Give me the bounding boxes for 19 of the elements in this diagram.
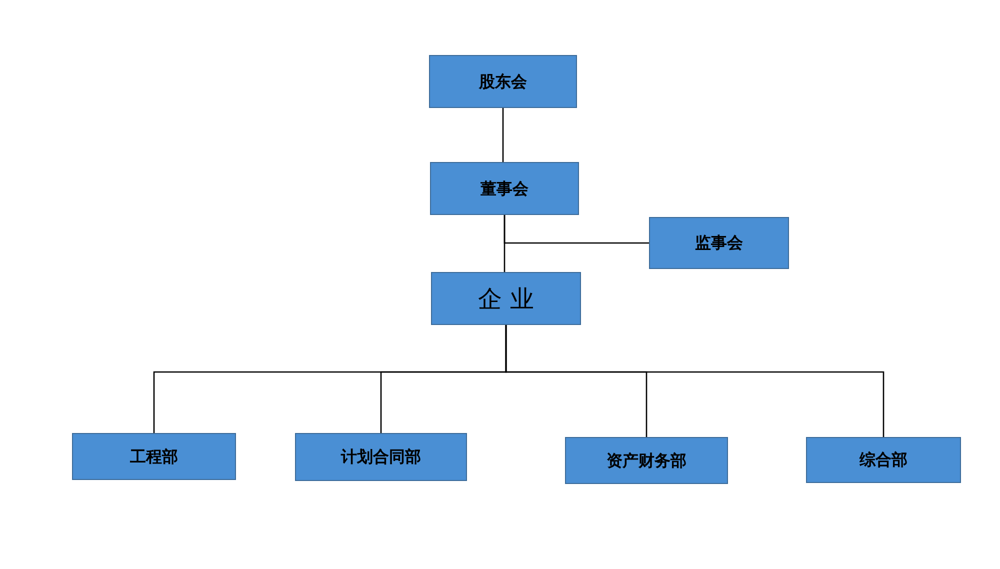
org-box (806, 437, 961, 483)
box-label: 董事会 (480, 178, 528, 200)
box-label: 监事会 (695, 232, 743, 254)
connector-line (505, 325, 884, 437)
org-box (295, 433, 467, 481)
connector-line (504, 215, 649, 244)
box-label: 资产财务部 (606, 450, 686, 472)
box-label: 综合部 (860, 449, 908, 471)
org-box (431, 272, 581, 325)
org-box (649, 217, 789, 269)
org-box (72, 433, 236, 480)
connector-line (502, 108, 504, 162)
org-box (565, 437, 728, 484)
org-box (429, 55, 577, 108)
org-box (430, 162, 579, 215)
box-label: 计划合同部 (341, 446, 421, 468)
box-label: 工程部 (130, 446, 178, 468)
box-label: 股东会 (479, 70, 527, 92)
box-label: 企 业 (478, 284, 534, 314)
